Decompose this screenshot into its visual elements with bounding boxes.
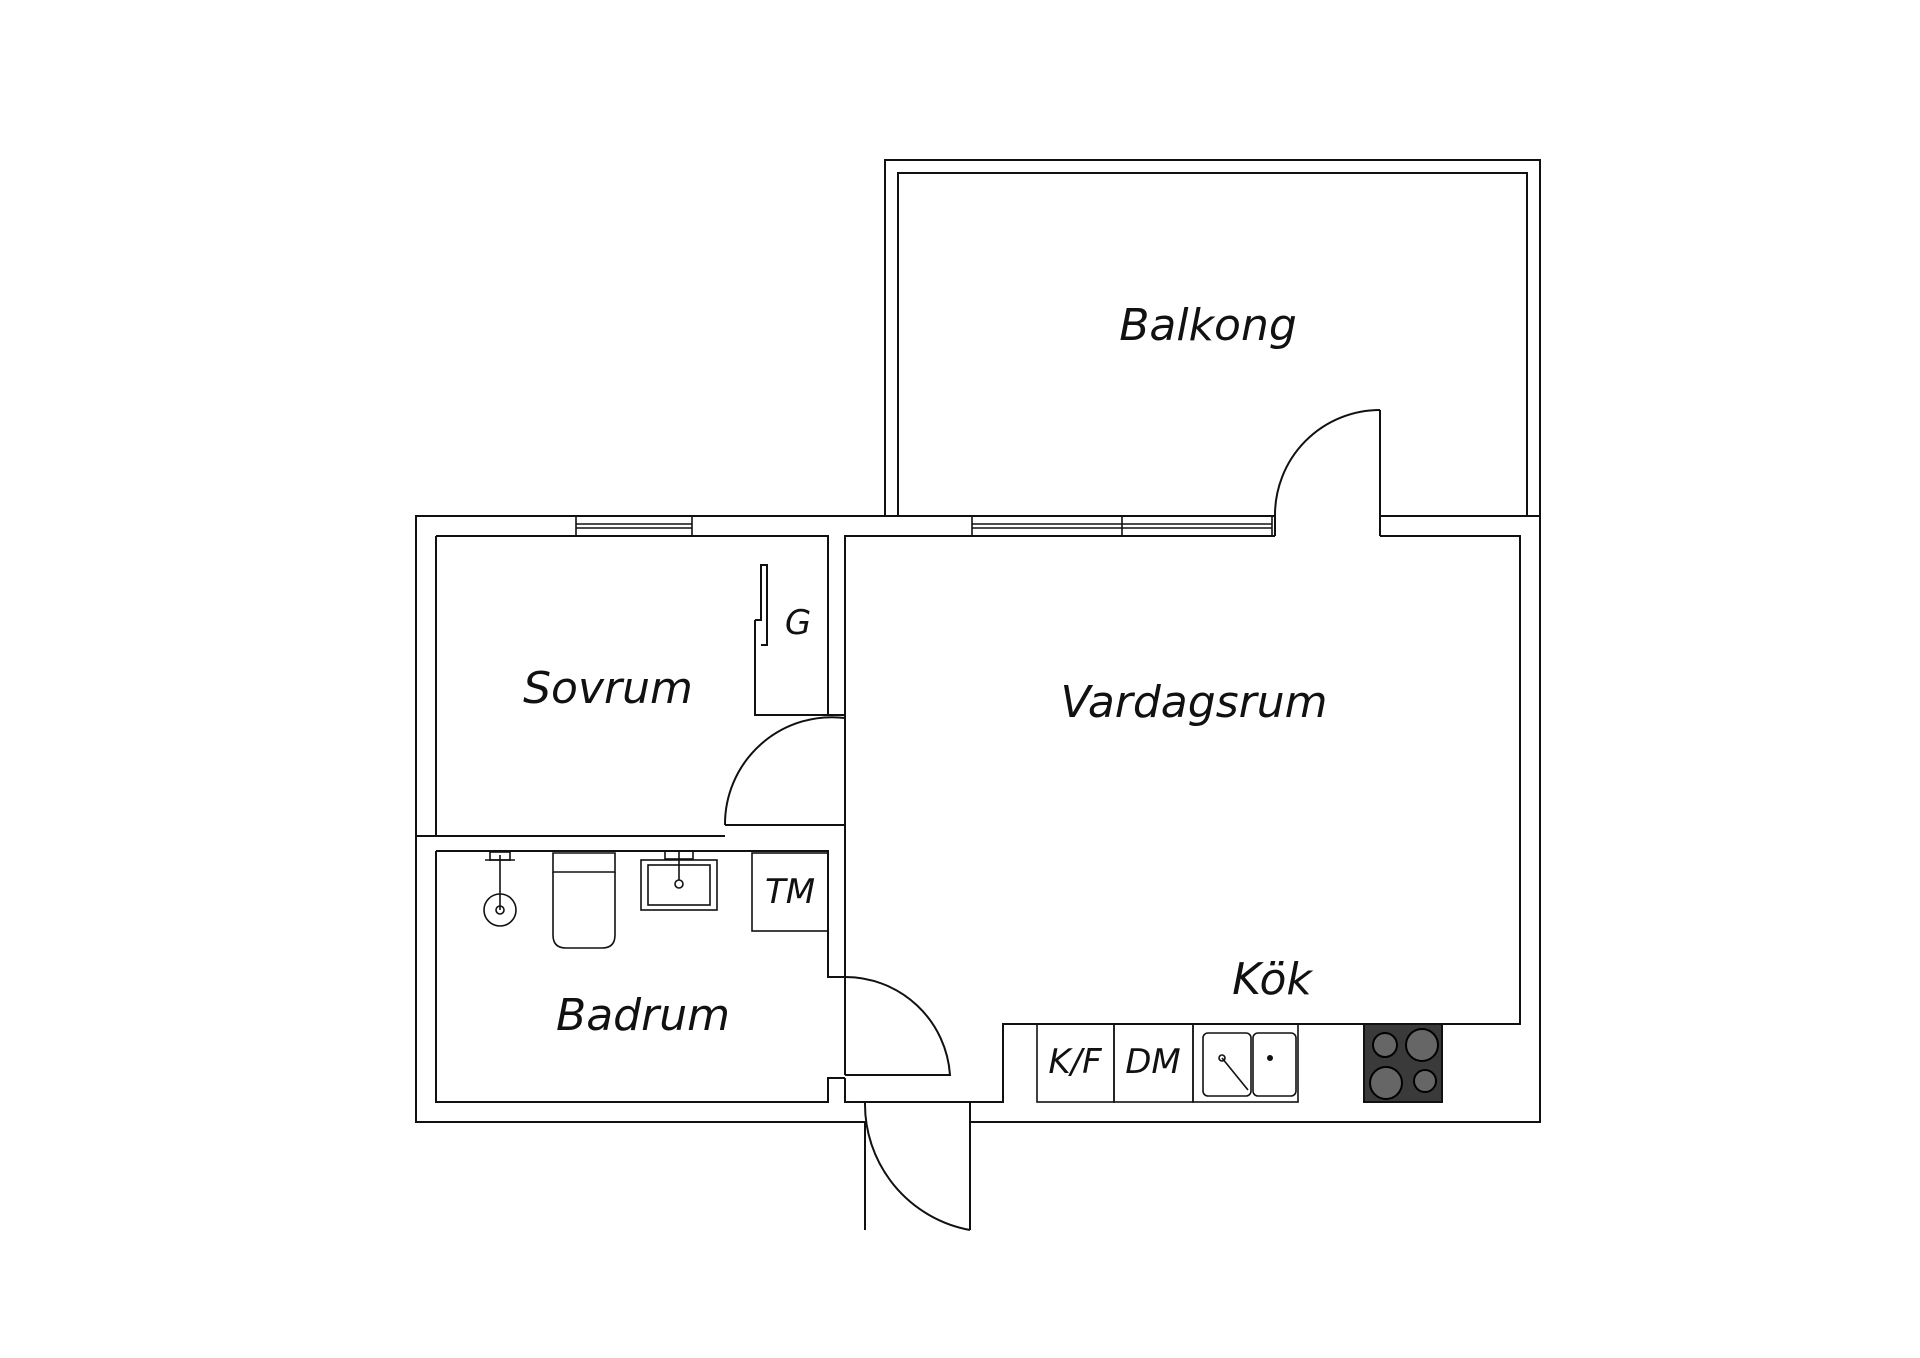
bathroom-door bbox=[844, 975, 952, 1076]
shower-fixture bbox=[483, 851, 517, 927]
bedroom-label: Sovrum bbox=[523, 663, 693, 714]
living-room-label: Vardagsrum bbox=[1061, 677, 1328, 728]
stove bbox=[1363, 1023, 1443, 1103]
balcony-door bbox=[1273, 409, 1381, 517]
washing-machine bbox=[751, 852, 829, 932]
entrance-door bbox=[863, 1101, 971, 1231]
wardrobe bbox=[754, 564, 828, 716]
fridge-freezer-label: K/F bbox=[1048, 1042, 1102, 1082]
balcony-label: Balkong bbox=[1119, 300, 1297, 351]
exterior-walls bbox=[415, 515, 1541, 1230]
kitchen-counter bbox=[970, 1023, 1299, 1103]
washing-machine-label: TM bbox=[765, 872, 815, 912]
kitchen-sink bbox=[1202, 1032, 1297, 1097]
bedroom-door bbox=[723, 716, 846, 826]
bathroom-label: Badrum bbox=[556, 990, 730, 1041]
bathroom-sink bbox=[640, 850, 718, 911]
toilet bbox=[552, 852, 616, 949]
window-bedroom bbox=[575, 515, 693, 537]
window-living-room bbox=[971, 515, 1273, 537]
kitchen-label: Kök bbox=[1232, 954, 1313, 1005]
dishwasher-label: DM bbox=[1125, 1042, 1181, 1082]
wardrobe-label: G bbox=[785, 603, 811, 643]
balcony-frame bbox=[884, 159, 1541, 516]
